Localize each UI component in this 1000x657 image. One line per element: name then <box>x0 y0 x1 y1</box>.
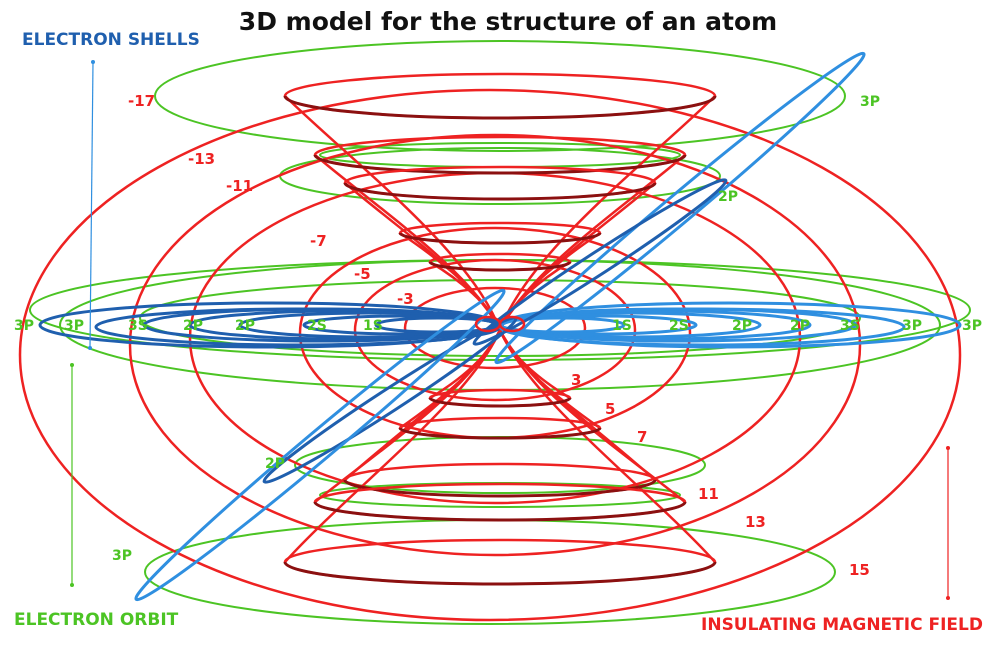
electron-orbit-caption: ELECTRON ORBIT <box>14 610 179 630</box>
shell-label: 2P <box>265 456 285 472</box>
shell-label: 2S <box>307 318 327 334</box>
field-number: 13 <box>745 513 766 531</box>
field-number: -13 <box>188 150 215 168</box>
shell-label: 2P <box>718 189 738 205</box>
electron-shells-left <box>38 301 502 349</box>
shell-label: 3P <box>962 318 982 334</box>
tilted-shell-3p-lower <box>134 288 506 602</box>
shell-label: 3P <box>112 548 132 564</box>
shell-label: 3P <box>14 318 34 334</box>
shell-labels: 3P 3P 3S 2P 2P 2S 1S 1S 2S 2P 2P 3S 3P 3… <box>14 94 982 564</box>
field-loop-17 <box>18 88 962 622</box>
electron-shells-caption: ELECTRON SHELLS <box>22 30 200 50</box>
field-number: 3 <box>571 371 581 389</box>
field-number: 15 <box>849 561 870 579</box>
field-ring-front <box>343 182 657 201</box>
field-number: -11 <box>226 177 253 195</box>
shell-label: 2P <box>732 318 752 334</box>
diagram-title: 3D model for the structure of an atom <box>239 7 777 36</box>
tilted-shell-2p-upper <box>472 178 728 346</box>
leader-dot <box>70 363 74 367</box>
leader-dot <box>70 583 74 587</box>
field-loop-13 <box>128 133 862 557</box>
field-number: -17 <box>128 92 155 110</box>
leader-dot <box>946 446 950 450</box>
field-ring-front <box>313 501 687 522</box>
magnetic-field-rings <box>283 72 717 586</box>
shell-label: 2P <box>183 318 203 334</box>
field-line <box>429 326 571 400</box>
electron-shells-leader <box>89 61 94 349</box>
field-number: -3 <box>397 290 414 308</box>
shell-label: 3P <box>64 318 84 334</box>
leader-dot <box>88 346 92 350</box>
shell-label: 3P <box>902 318 922 334</box>
field-ring-front <box>283 95 717 120</box>
field-loop-3 <box>403 286 587 370</box>
shell-label: 1S <box>363 318 383 334</box>
field-number: 11 <box>698 485 719 503</box>
field-ring-front <box>398 232 602 245</box>
field-ring-front <box>313 154 687 175</box>
leader-dot <box>946 596 950 600</box>
orbit-ring-bottom <box>144 519 836 625</box>
field-ring-front <box>343 479 657 498</box>
shell-label: 2S <box>669 318 689 334</box>
shell-label: 3S <box>128 318 148 334</box>
tilted-electron-shells <box>134 51 866 602</box>
field-line <box>399 326 601 430</box>
shell-label: 3S <box>840 318 860 334</box>
field-number: -5 <box>354 265 371 283</box>
field-ring-front <box>283 561 717 586</box>
field-loop-5 <box>353 258 637 402</box>
field-ring-front <box>428 261 572 272</box>
nucleus-loop <box>498 315 526 333</box>
tilted-shell-3p-upper <box>494 51 866 365</box>
nucleus <box>474 315 526 333</box>
field-number: 5 <box>605 400 615 418</box>
electron-shells-right <box>498 301 962 349</box>
magnetic-field-outer-loops <box>18 88 962 622</box>
shell-label: 2P <box>790 318 810 334</box>
field-line <box>344 182 656 333</box>
insulating-field-caption: INSULATING MAGNETIC FIELD <box>701 615 983 635</box>
shell-label: 1S <box>612 318 632 334</box>
leader-dot <box>91 60 95 64</box>
field-numbers: -17 -13 -11 -7 -5 -3 3 5 7 11 13 15 <box>128 92 870 579</box>
shell-label: 3P <box>860 94 880 110</box>
field-number: 7 <box>637 428 647 446</box>
shell-label: 2P <box>235 318 255 334</box>
field-number: -7 <box>310 232 327 250</box>
field-ring-front <box>398 427 602 440</box>
field-ring-front <box>428 397 572 408</box>
orbit-ring-top <box>154 40 846 152</box>
